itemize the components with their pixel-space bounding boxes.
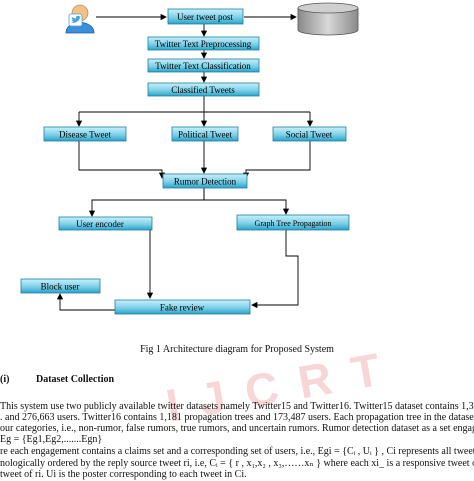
node-disease-tweet: Disease Tweet	[43, 126, 127, 142]
edge-fake-to-block	[56, 293, 115, 311]
paragraph-line-4: Eg = {Eg1,Eg2,.......Egn}	[0, 434, 103, 445]
svg-text:User encoder: User encoder	[76, 219, 124, 229]
edge-graph-to-fake	[251, 230, 299, 309]
database-cylinder-icon	[297, 2, 359, 36]
node-user-tweet-post: User tweet post	[167, 8, 244, 25]
architecture-diagram: User tweet post Twitter Text Preprocessi…	[20, 2, 359, 315]
section-number: (i)	[0, 374, 10, 385]
edge-disease-to-rumor	[78, 141, 166, 179]
node-block-user: Block user	[20, 278, 101, 294]
svg-text:Fake review: Fake review	[160, 303, 205, 313]
svg-text:Social Tweet: Social Tweet	[286, 130, 333, 140]
section-heading: (i) Dataset Collection	[0, 374, 114, 385]
node-graph-tree-propagation: Graph Tree Propagation	[236, 214, 350, 231]
svg-text:Disease Tweet: Disease Tweet	[59, 130, 111, 140]
paragraph-line-1: This system use two publicly available t…	[0, 401, 474, 412]
node-fake-review: Fake review	[114, 299, 251, 315]
section-title: Dataset Collection	[36, 374, 115, 385]
edge-social-to-rumor	[242, 141, 311, 179]
svg-text:Block user: Block user	[41, 282, 80, 292]
twitter-bird-icon	[68, 13, 83, 27]
paragraph-line-5: re each engagement contains a claims set…	[0, 446, 474, 457]
edges	[56, 13, 314, 311]
svg-text:Twitter Text Classification: Twitter Text Classification	[155, 61, 251, 71]
paragraph-line-6: nologically ordered by the reply source …	[0, 458, 474, 469]
figure-caption: Fig 1 Architecture diagram for Proposed …	[140, 344, 334, 355]
edge-rumor-to-graph	[203, 188, 290, 215]
edge-rumor-to-encoder	[88, 188, 205, 217]
node-political-tweet: Political Tweet	[171, 126, 239, 142]
user-avatar-icon	[65, 4, 95, 34]
node-rumor-detection: Rumor Detection	[162, 173, 248, 189]
paragraph-line-3: our categories, i.e., non-rumor, false r…	[0, 423, 474, 434]
svg-text:Rumor Detection: Rumor Detection	[174, 177, 237, 187]
node-social-tweet: Social Tweet	[272, 126, 347, 142]
node-preprocessing: Twitter Text Preprocessing	[147, 36, 260, 51]
paragraph-line-2: . and 276,663 users. Twitter16 contains …	[0, 412, 474, 423]
node-classified-tweets: Classified Tweets	[147, 82, 260, 97]
node-user-encoder: User encoder	[58, 216, 153, 231]
svg-text:Political Tweet: Political Tweet	[178, 130, 232, 140]
svg-text:Twitter Text Preprocessing: Twitter Text Preprocessing	[155, 39, 252, 49]
svg-text:Graph Tree Propagation: Graph Tree Propagation	[255, 219, 332, 228]
node-classification: Twitter Text Classification	[147, 58, 260, 73]
paragraph-line-7: tweet of ri. Ui is the poster correspond…	[0, 469, 247, 480]
svg-text:Classified Tweets: Classified Tweets	[171, 85, 235, 95]
svg-text:User tweet post: User tweet post	[177, 12, 233, 22]
